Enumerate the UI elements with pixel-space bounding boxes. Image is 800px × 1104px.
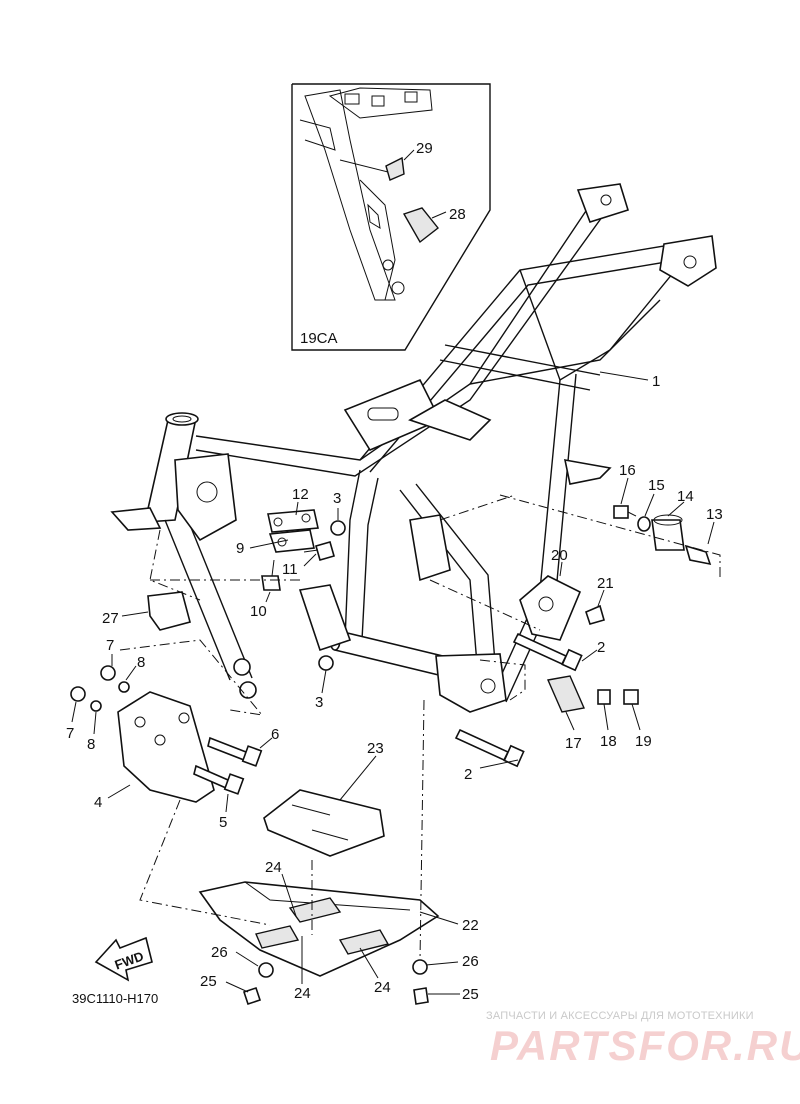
- part-13-bolt: [684, 544, 712, 566]
- callout-8-upper: 8: [137, 654, 145, 671]
- callout-5: 5: [219, 814, 227, 831]
- callout-24-top: 24: [265, 859, 282, 876]
- callout-7-lower: 7: [66, 725, 74, 742]
- callout-15: 15: [648, 477, 665, 494]
- leader-lines: [71, 371, 715, 995]
- callout-21: 21: [597, 575, 614, 592]
- part-18-collar: [597, 689, 611, 705]
- callout-8-lower: 8: [87, 736, 95, 753]
- callout-3-upper: 3: [333, 490, 341, 507]
- callout-27: 27: [102, 610, 119, 627]
- callout-9: 9: [236, 540, 244, 557]
- part-27-pad: [147, 591, 191, 631]
- part-10-bolt: [261, 575, 281, 591]
- part-15-washer: [637, 516, 651, 532]
- callout-26-right: 26: [462, 953, 479, 970]
- part-7-nut-a: [100, 665, 116, 681]
- callout-24-bottom-right: 24: [374, 979, 391, 996]
- part-2-bolt-lower: [454, 728, 510, 762]
- callout-1: 1: [652, 373, 660, 390]
- callout-19: 19: [635, 733, 652, 750]
- part-12-bracket: [267, 509, 319, 533]
- callout-25-left: 25: [200, 973, 217, 990]
- part-6-bolt: [207, 736, 247, 762]
- callout-3-lower: 3: [315, 694, 323, 711]
- part-8-washer-a: [118, 681, 130, 693]
- part-21-bolt: [585, 604, 605, 625]
- callout-18: 18: [600, 733, 617, 750]
- reference-lines: [119, 494, 721, 961]
- callout-12: 12: [292, 486, 309, 503]
- callout-28: 28: [449, 206, 466, 223]
- callout-6: 6: [271, 726, 279, 743]
- part-8-washer-b: [90, 700, 102, 712]
- callout-2-lower: 2: [464, 766, 472, 783]
- callout-20: 20: [551, 547, 568, 564]
- callout-11: 11: [282, 561, 298, 578]
- callout-10: 10: [250, 603, 267, 620]
- part-26-nut-right: [412, 959, 428, 975]
- callout-14: 14: [677, 488, 694, 505]
- part-26-nut-left: [258, 962, 274, 978]
- part-25-bolt-right: [413, 987, 429, 1005]
- callout-26-left: 26: [211, 944, 228, 961]
- drawing-code: 39C1110-H170: [72, 991, 158, 1006]
- part-9-bracket: [268, 529, 315, 553]
- part-23-plate: [263, 789, 385, 857]
- callout-22: 22: [462, 917, 479, 934]
- part-4-mount-plate: [117, 691, 215, 803]
- part-24-pad-b: [338, 929, 390, 955]
- part-3-nut-lower: [318, 655, 334, 671]
- callout-2-upper: 2: [597, 639, 605, 656]
- fwd-arrow-icon: FWD: [94, 936, 153, 982]
- callout-29: 29: [416, 140, 433, 157]
- part-22-skid-plate: [198, 881, 440, 977]
- callout-17: 17: [565, 735, 582, 752]
- callout-23: 23: [367, 740, 384, 757]
- callout-13: 13: [706, 506, 723, 523]
- callout-numbers: 1 2 2 3 3 4 5 6 7 7 8 8 9 10 11 12 13 14…: [66, 140, 723, 1003]
- part-20-bracket: [519, 575, 582, 641]
- part-19-bolt: [623, 689, 639, 705]
- part-16-bolt: [613, 505, 629, 519]
- part-25-bolt-left: [242, 986, 262, 1006]
- part-24-pad-a: [288, 897, 342, 923]
- callout-16: 16: [619, 462, 636, 479]
- part-17-mount: [547, 675, 585, 713]
- part-7-nut-b: [70, 686, 86, 702]
- watermark-subtitle: ЗАПЧАСТИ И АКСЕССУАРЫ ДЛЯ МОТОТЕХНИКИ: [486, 1010, 754, 1022]
- inset-label: 19CA: [300, 330, 338, 347]
- part-24-pad-c: [255, 925, 300, 949]
- part-3-nut-upper: [330, 520, 346, 536]
- callout-4: 4: [94, 794, 102, 811]
- part-11-bolt: [315, 541, 335, 561]
- callout-25-right: 25: [462, 986, 479, 1003]
- inset-detail: [291, 83, 491, 351]
- callout-24-bottom-left: 24: [294, 985, 311, 1002]
- watermark-logo: PARTSFOR.RU: [490, 1022, 800, 1069]
- callout-7-upper: 7: [106, 637, 114, 654]
- main-frame: [110, 183, 717, 713]
